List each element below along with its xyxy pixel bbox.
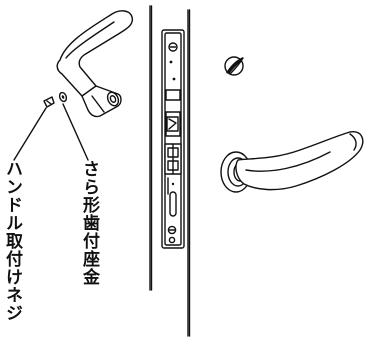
- lever-handle-right: [220, 131, 364, 193]
- leader-lines: [13, 103, 89, 161]
- lever-handle-left: [56, 10, 134, 118]
- washer-part: [58, 91, 68, 103]
- lock-faceplate: [161, 29, 185, 249]
- screw-part: [43, 96, 55, 108]
- circled-arrow-icon: [224, 56, 244, 76]
- countersunk-washer-label: さら形歯付座金: [79, 160, 99, 286]
- door-frame: [149, 5, 191, 337]
- handle-screw-label: ハンドル取付けネジ: [2, 160, 22, 322]
